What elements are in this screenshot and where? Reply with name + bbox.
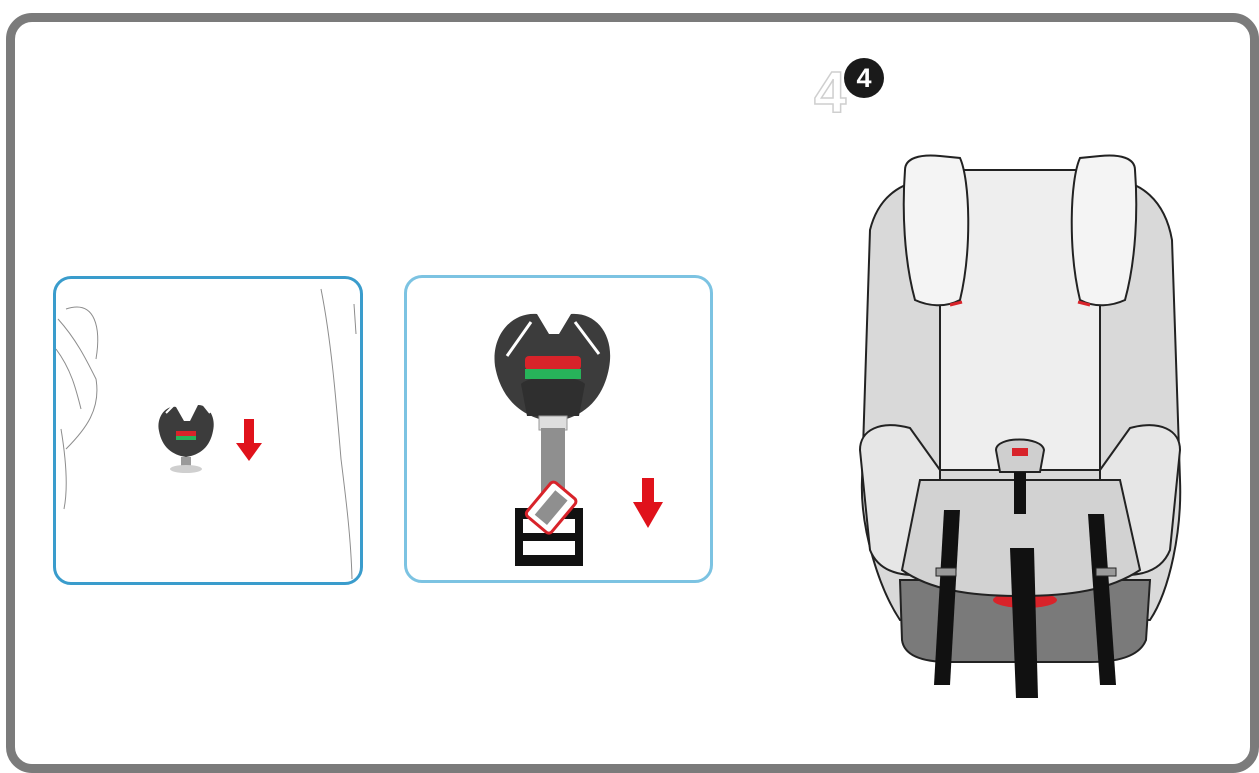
step-marker: 4 4 [814, 58, 894, 138]
buckle-icon [494, 314, 610, 430]
step-number-outline: 4 [814, 64, 846, 122]
strap-adjuster-icon [515, 480, 583, 566]
detail-panel-buckle-large [404, 275, 713, 583]
step-number-badge: 4 [844, 58, 884, 98]
detail-panel-buckle-small [53, 276, 363, 585]
down-arrow-icon [633, 478, 663, 528]
buckle-small-illustration [56, 279, 360, 582]
down-arrow-icon [236, 419, 262, 461]
car-seat-illustration [850, 150, 1190, 710]
car-seat-icon [850, 150, 1190, 710]
buckle-icon [158, 403, 213, 473]
buckle-large-illustration [407, 278, 710, 580]
headrest-right [1072, 156, 1137, 306]
headrest-left [904, 156, 969, 306]
